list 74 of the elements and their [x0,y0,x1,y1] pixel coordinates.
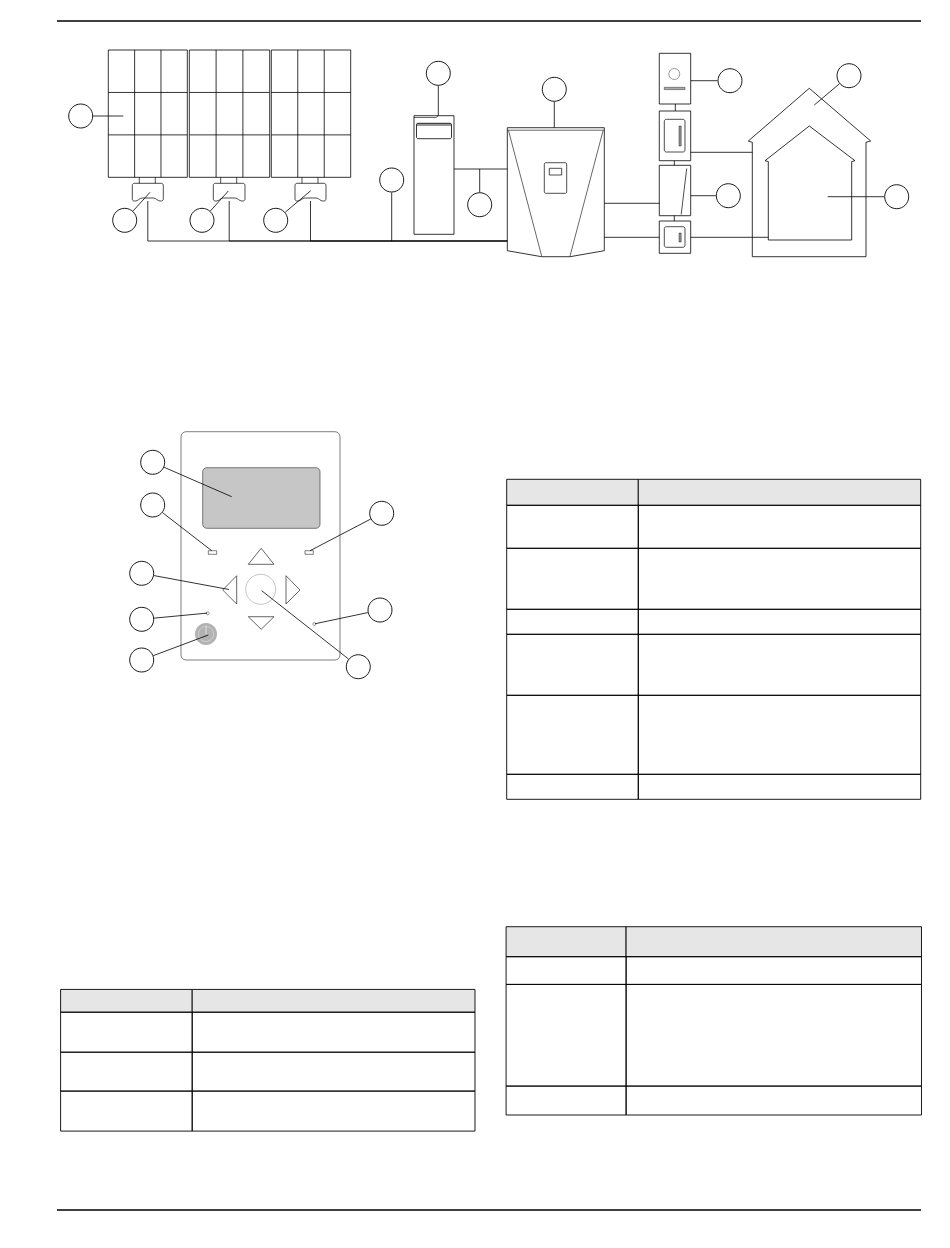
leader-line [132,191,151,212]
pinhole [312,622,316,626]
solar-panel [188,49,271,178]
meter [658,110,692,162]
cable [603,202,660,204]
switch-box [658,164,692,217]
meter [658,220,692,254]
leader-line [153,612,208,619]
cable [690,236,769,238]
display-screen [202,467,321,529]
arrow-button [248,616,275,630]
callout-circle [541,76,567,102]
leader-line [163,466,233,498]
inverter [506,127,605,258]
leader-line [162,512,213,552]
leader-line [209,190,229,212]
callout-circle [189,207,215,233]
leader-line [92,115,124,117]
cable [674,103,676,112]
leader-line [479,168,481,193]
cable [673,215,675,222]
house [747,87,872,258]
callout-circle [379,167,405,193]
battery-cabinet [413,115,455,235]
callout-circle [129,560,155,586]
callout-circle [425,60,451,86]
pinhole [206,611,210,615]
leader-line [553,101,555,129]
callout-circle [367,597,393,623]
cable [603,236,660,238]
junction-box [294,176,327,202]
solar-panel [107,49,188,178]
callout-circle [129,606,155,632]
callout-circle [68,103,94,129]
callout-circle [112,207,138,233]
arrow-button [222,575,237,605]
room-outline [764,125,856,241]
callout-circle [129,647,155,673]
callout-circle [836,63,862,89]
power-button [195,623,217,645]
led-indicator [208,550,217,555]
led-indicator [304,550,314,555]
leader-line [152,634,209,657]
leader-line [827,196,885,198]
callout-circle [263,207,289,233]
cable [310,200,508,242]
callout-circle [140,492,166,518]
callout-circle [715,183,741,209]
arrow-button [248,548,275,565]
junction-box [212,176,246,202]
leader-line [690,80,718,82]
leader-line [309,518,372,552]
leader-line [153,575,230,590]
callout-circle [467,192,493,218]
leader-line [284,190,312,213]
center-button [245,574,276,605]
leader-line [813,83,840,106]
leader-line [314,612,369,625]
cable [690,151,753,153]
callout-circle [884,184,910,210]
junction-box [131,176,164,202]
cable [673,160,675,166]
arrow-button [285,575,301,605]
callout-circle [369,500,395,526]
callout-circle [717,68,743,94]
leader-line [391,192,393,242]
keypad-housing [180,431,341,661]
leader-line [690,195,717,197]
solar-panel [270,49,352,178]
cable [453,168,508,170]
device-box [658,52,692,105]
callout-circle [345,654,371,680]
callout-circle [140,449,166,475]
leader-line [437,85,439,117]
